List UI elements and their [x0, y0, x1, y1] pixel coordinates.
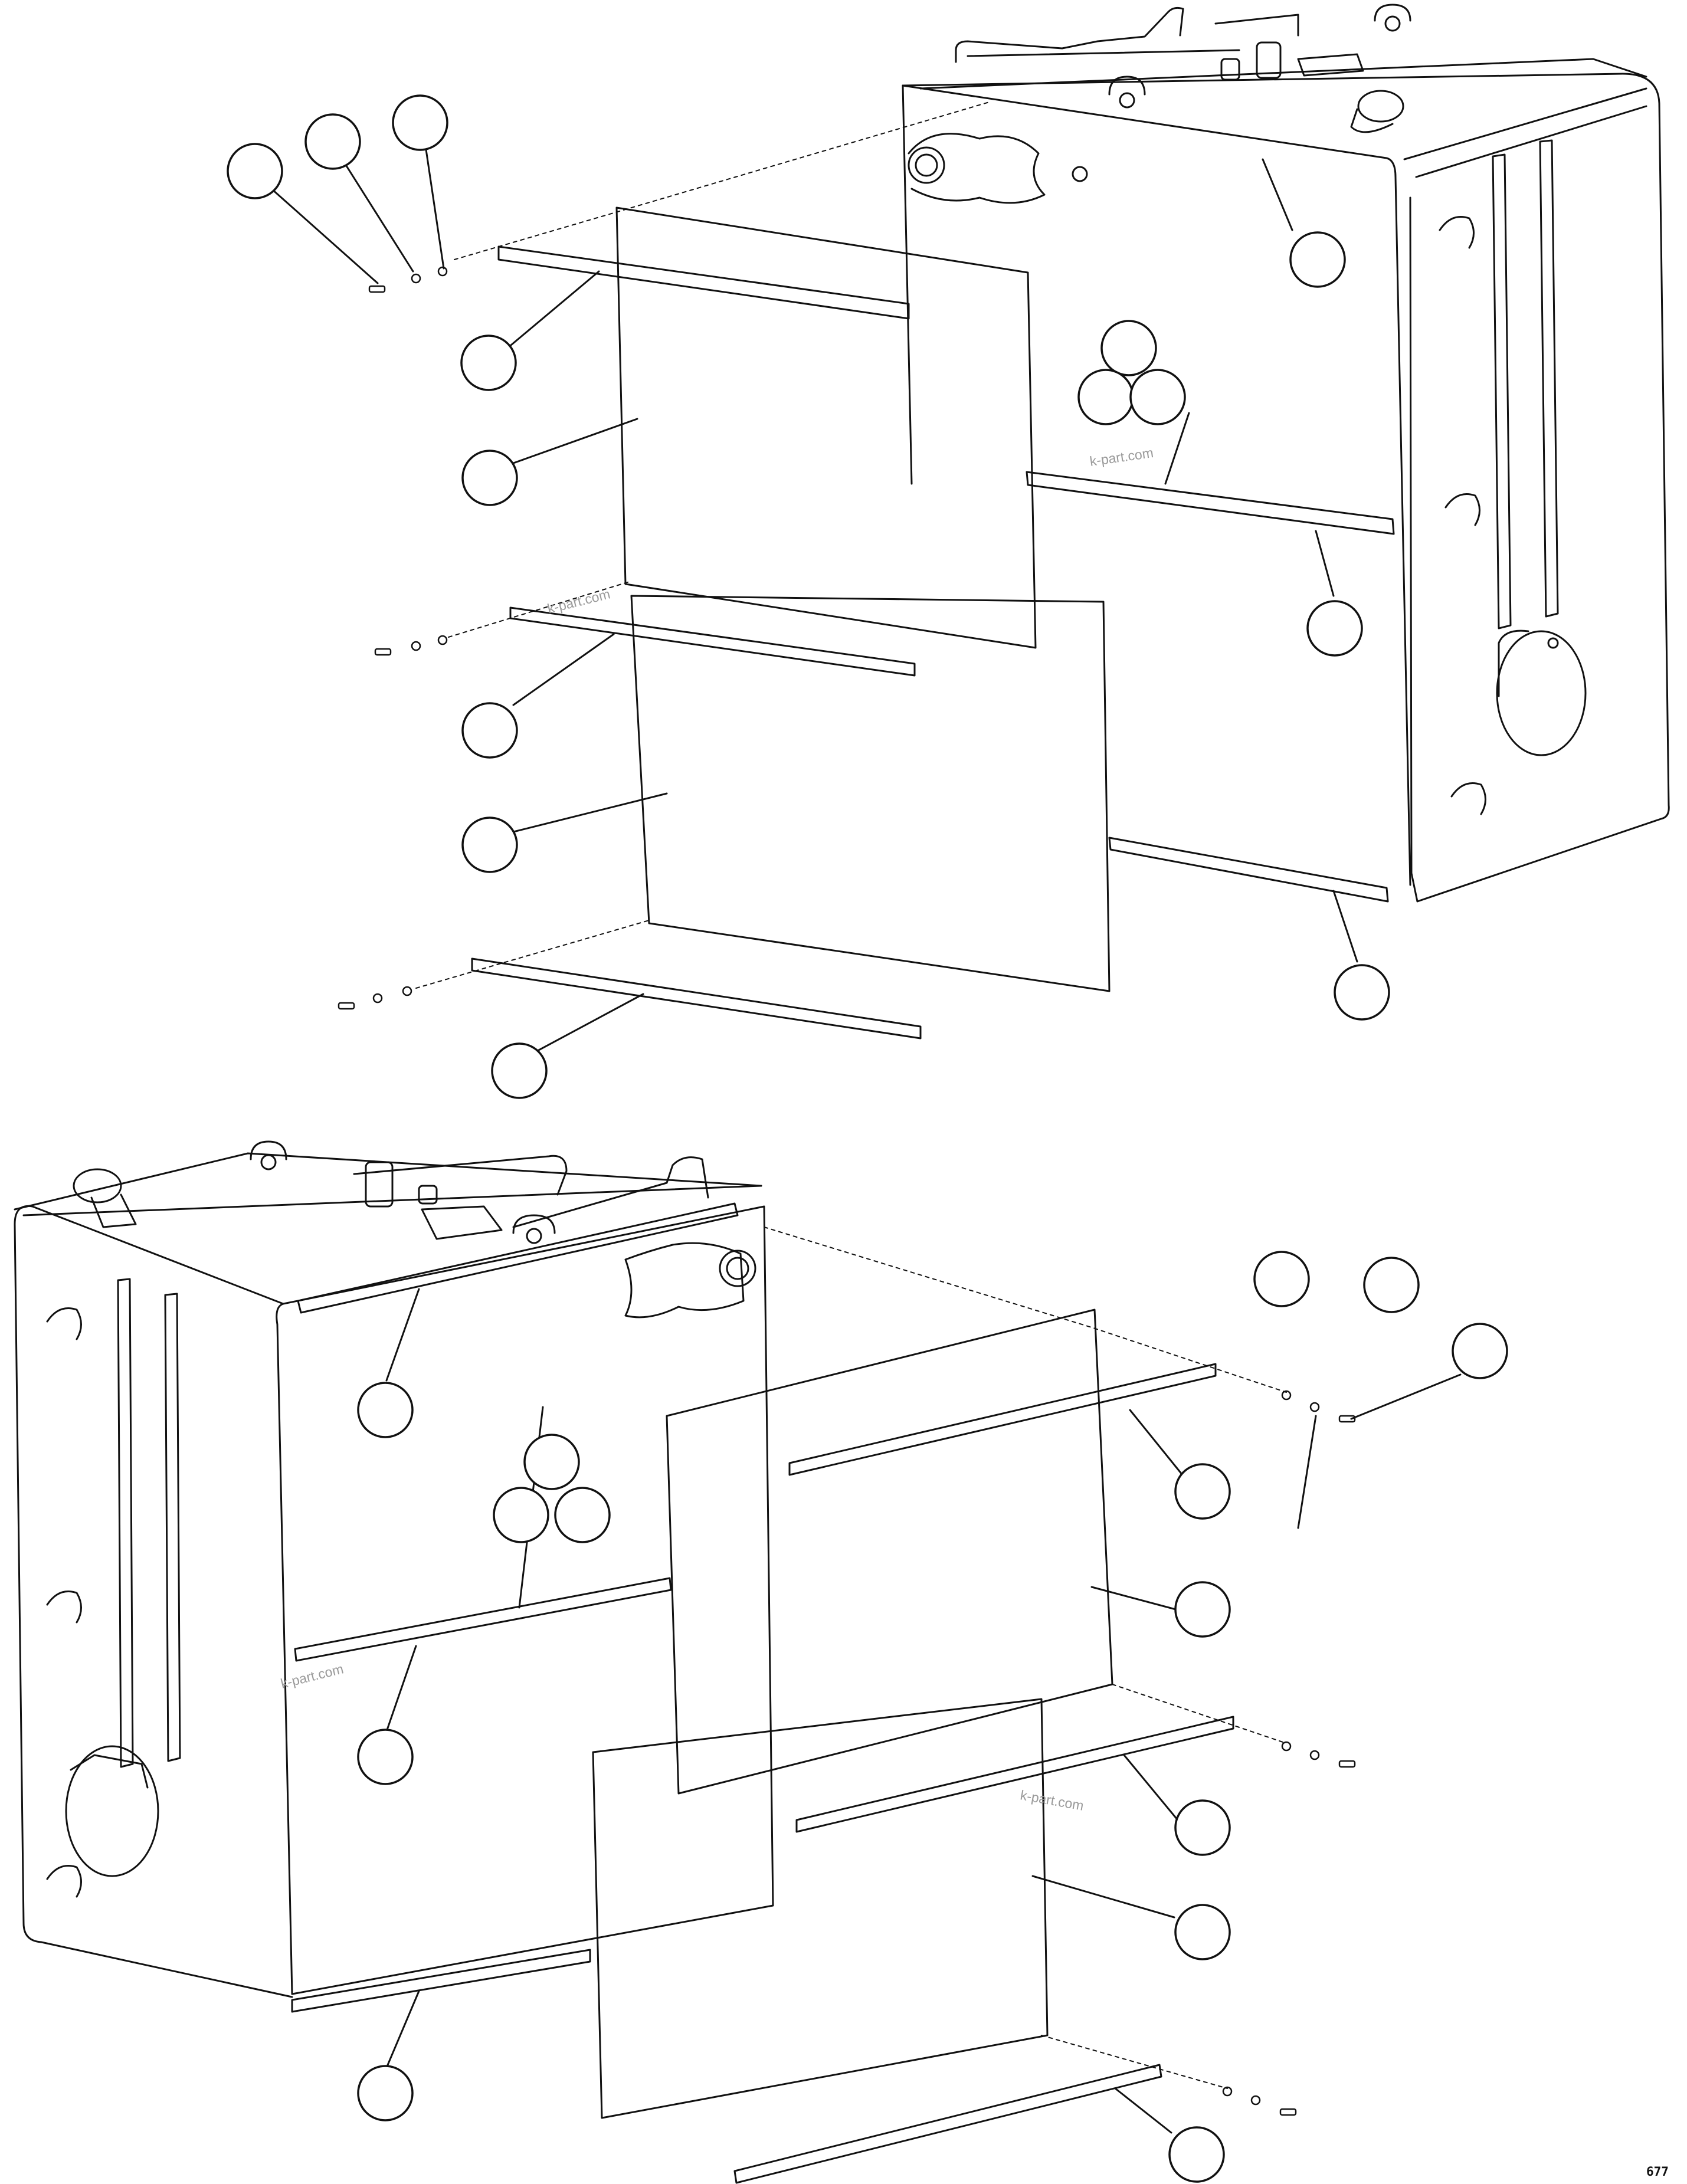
lower-assembly-lines [764, 1227, 1287, 2089]
callout-balloon [1174, 1799, 1231, 1856]
lower-fasteners [1222, 1390, 1356, 2116]
callout-balloon [357, 1382, 414, 1438]
watermark-text: k-part.com [1089, 445, 1154, 469]
upper-assembly-lines [415, 101, 992, 989]
callout-balloon [304, 113, 361, 170]
callout-balloon [461, 702, 518, 759]
lower-callout-balloons [357, 1251, 1508, 2183]
callout-balloon [1174, 1904, 1231, 1960]
upper-retaining-strips [471, 245, 922, 1039]
lower-leader-lines [385, 1288, 1462, 2134]
callout-balloon [491, 1042, 548, 1099]
callout-balloon [1253, 1251, 1310, 1307]
upper-callout-balloons [227, 94, 1390, 1099]
callout-balloon [1129, 369, 1186, 425]
callout-balloon [461, 450, 518, 506]
callout-balloon [493, 1487, 549, 1543]
callout-balloon [1077, 369, 1134, 425]
callout-balloon [554, 1487, 611, 1543]
callout-balloon [1168, 2126, 1225, 2183]
callout-balloon [1100, 320, 1157, 376]
watermark-text: k-part.com [279, 1661, 345, 1691]
callout-balloon [357, 1729, 414, 1785]
callout-balloon [461, 816, 518, 873]
lower-retaining-strips [733, 1363, 1234, 2184]
callout-balloon [1174, 1581, 1231, 1638]
upper-tank-body [902, 4, 1670, 903]
upper-cover-panel [615, 206, 1111, 992]
callout-balloon [460, 335, 517, 391]
callout-balloon [1289, 231, 1346, 288]
callout-balloon [227, 143, 283, 199]
callout-balloon [1452, 1323, 1508, 1379]
callout-balloon [1363, 1257, 1420, 1313]
watermark-text: k-part.com [1019, 1787, 1085, 1813]
callout-balloon [1334, 964, 1390, 1021]
watermark-text: k-part.com [546, 586, 612, 616]
callout-balloon [392, 94, 448, 151]
callout-balloon [523, 1434, 580, 1490]
lower-tank-body [14, 1140, 774, 2013]
sheet-code: 677 [1646, 2165, 1669, 2179]
callout-balloon [357, 2065, 414, 2121]
lower-tank-assembly [14, 1140, 1508, 2184]
callout-balloon [1306, 600, 1363, 657]
lower-cover-panel [592, 1309, 1113, 2119]
upper-tank-assembly [227, 4, 1670, 1099]
upper-fasteners [338, 266, 448, 1010]
callout-balloon [1174, 1463, 1231, 1520]
upper-leader-lines [270, 140, 1358, 1060]
